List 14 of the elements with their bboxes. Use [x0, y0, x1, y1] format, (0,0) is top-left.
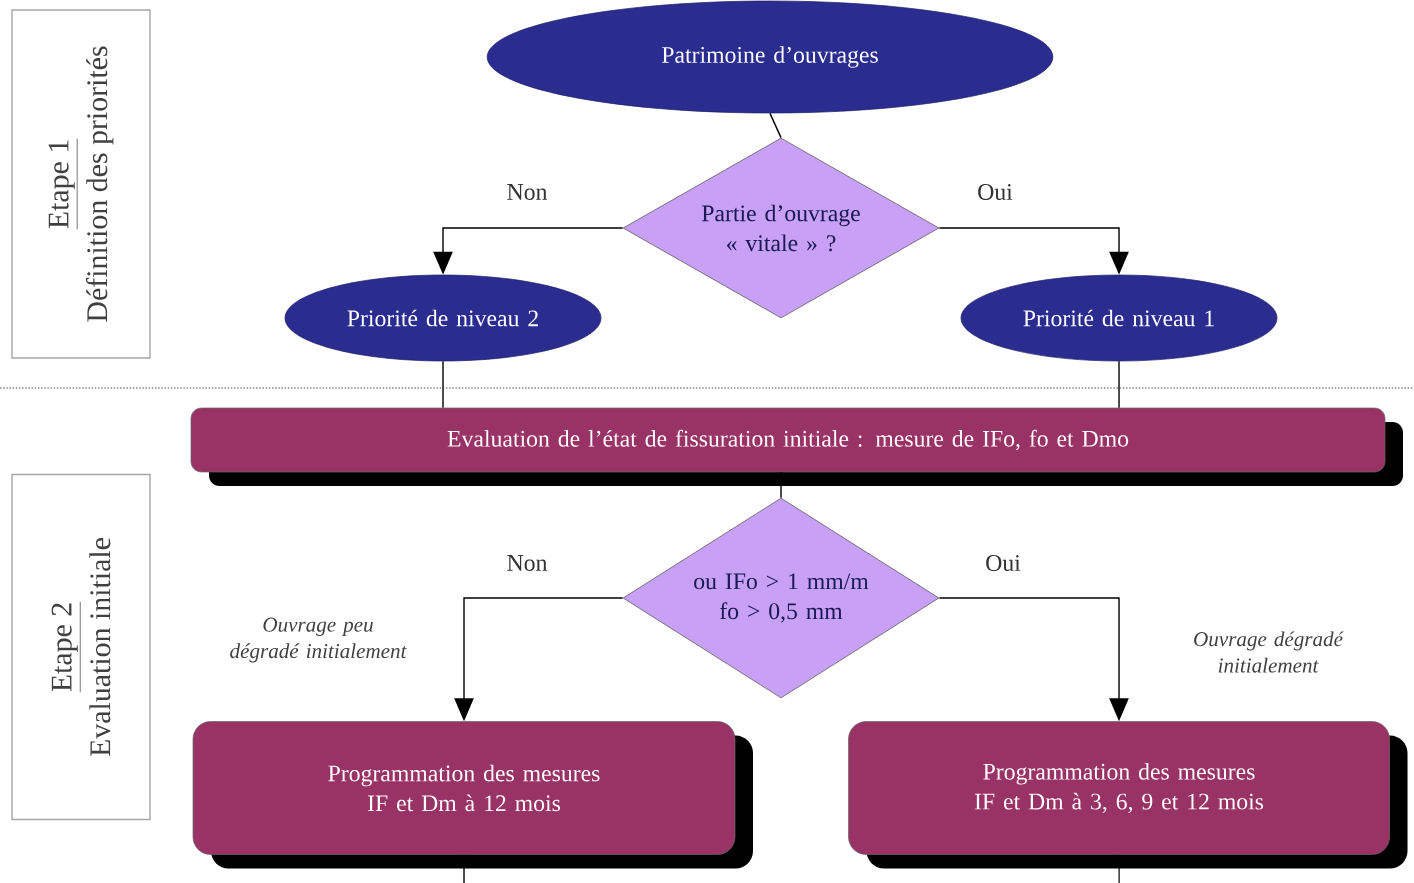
ellipse-node: Priorité de niveau 2: [284, 274, 602, 362]
ellipse-node: Priorité de niveau 1: [960, 274, 1278, 362]
edge-label: Non: [504, 182, 550, 202]
process-box: Programmation des mesures IF et Dm à 3, 6, 9 et 12 mois: [848, 721, 1408, 869]
note-text: Ouvrage dégradé initialement: [1194, 631, 1344, 673]
process-box: Programmation des mesures IF et Dm à 12 mois: [192, 721, 753, 869]
stage-box: Etape 1 Définition des priorités: [11, 9, 151, 359]
stage-box: Etape 2 Evaluation initiale: [11, 473, 151, 821]
edge-label: Oui: [983, 553, 1023, 573]
process-bar: Evaluation de l’état de fissuration initiale : mesure de IFo, fo et Dmo: [190, 407, 1403, 486]
ellipse-node: Patrimoine d’ouvrages: [486, 0, 1054, 114]
edge-label: Oui: [975, 182, 1015, 202]
edge-label: Non: [504, 553, 550, 573]
note-text: Ouvrage peu dégradé initialement: [230, 617, 407, 663]
